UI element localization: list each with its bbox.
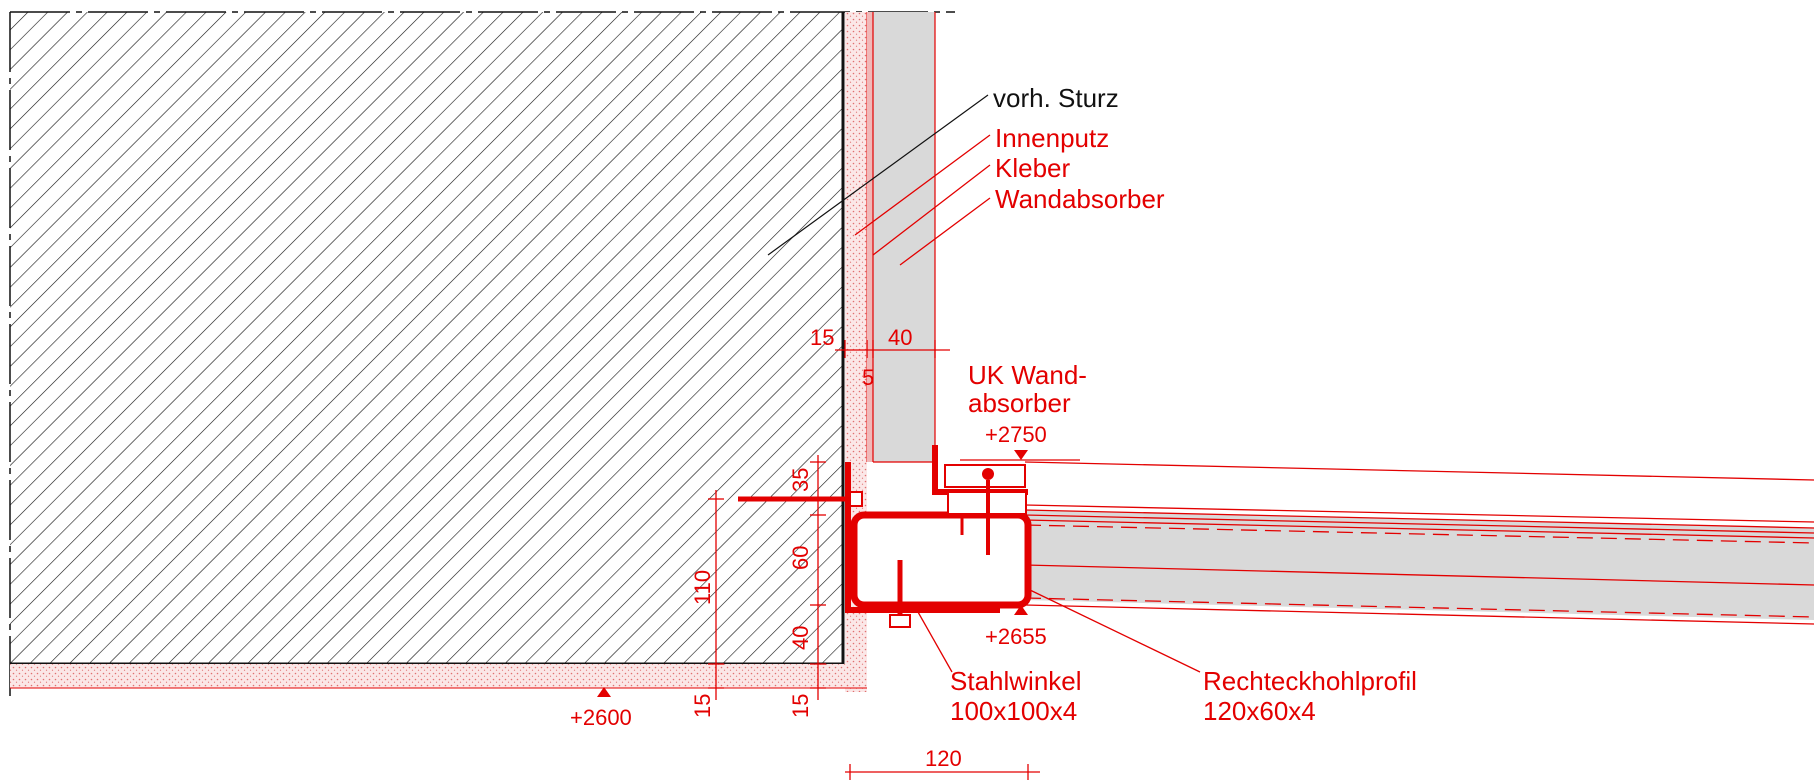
leader-lines	[767, 94, 1201, 673]
label-rhs-line2: 120x60x4	[1203, 696, 1316, 726]
dimension-vertical-right: 35 60 40 15	[788, 455, 826, 718]
dimension-top: 15 5 40	[810, 325, 950, 390]
level-marker-floor: +2600	[570, 687, 632, 730]
dim-adhesive: 5	[862, 365, 874, 390]
label-wall-absorber: Wandabsorber	[995, 184, 1165, 214]
label-angle-line2: 100x100x4	[950, 696, 1077, 726]
dimension-bottom: 120	[845, 746, 1040, 780]
screw	[889, 560, 911, 628]
rectangular-hollow-section	[850, 511, 1032, 609]
dim-15a: 15	[690, 694, 715, 718]
wall-absorber-panel	[872, 12, 936, 463]
level-marker-profile: +2655	[985, 605, 1047, 649]
lintel-section	[9, 11, 955, 700]
dimension-vertical-left: 110 15	[690, 490, 724, 718]
ceiling-absorber-panel	[1024, 461, 1814, 625]
dim-absorber: 40	[888, 325, 912, 350]
level-marker-absorber: +2750	[960, 422, 1080, 461]
dim-60: 60	[788, 546, 813, 570]
label-adhesive: Kleber	[995, 153, 1070, 183]
dim-120: 120	[925, 746, 962, 771]
mounting-bracket	[932, 445, 1028, 555]
dim-15b: 15	[788, 694, 813, 718]
dim-plaster: 15	[810, 325, 834, 350]
dim-110: 110	[690, 570, 715, 605]
label-rhs-line1: Rechteckhohlprofil	[1203, 666, 1417, 696]
label-interior-plaster: Innenputz	[995, 123, 1109, 153]
steel-angle	[845, 462, 1000, 613]
adhesive-layer	[867, 12, 873, 462]
label-angle-line1: Stahlwinkel	[950, 666, 1082, 696]
level-profile-bottom: +2655	[985, 624, 1047, 649]
dim-40: 40	[788, 626, 813, 650]
label-uk-line2: absorber	[968, 388, 1071, 418]
dim-35: 35	[788, 468, 813, 492]
level-absorber-bottom: +2750	[985, 422, 1047, 447]
label-lintel: vorh. Sturz	[993, 83, 1119, 113]
anchor-bolt	[738, 491, 863, 507]
label-uk-line1: UK Wand-	[968, 360, 1087, 390]
level-floor: +2600	[570, 705, 632, 730]
